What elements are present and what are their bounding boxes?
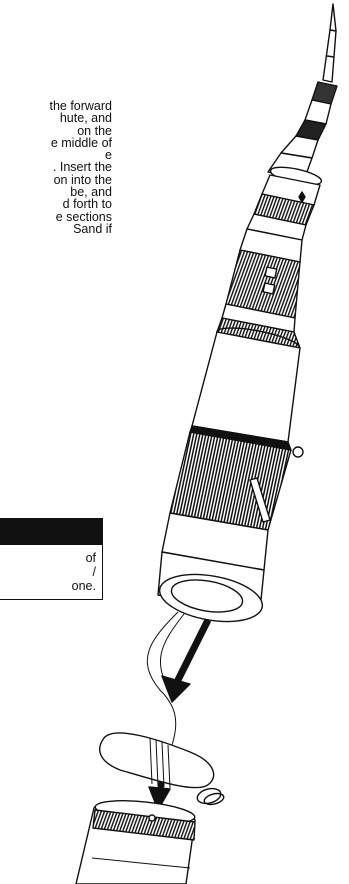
capsule xyxy=(247,136,323,240)
lower-booster xyxy=(76,797,196,884)
escape-tower xyxy=(296,4,337,140)
stage-shroud xyxy=(162,432,303,570)
service-module xyxy=(222,229,302,332)
upper-body-tube xyxy=(190,332,300,450)
down-arrow-icon xyxy=(162,620,208,702)
